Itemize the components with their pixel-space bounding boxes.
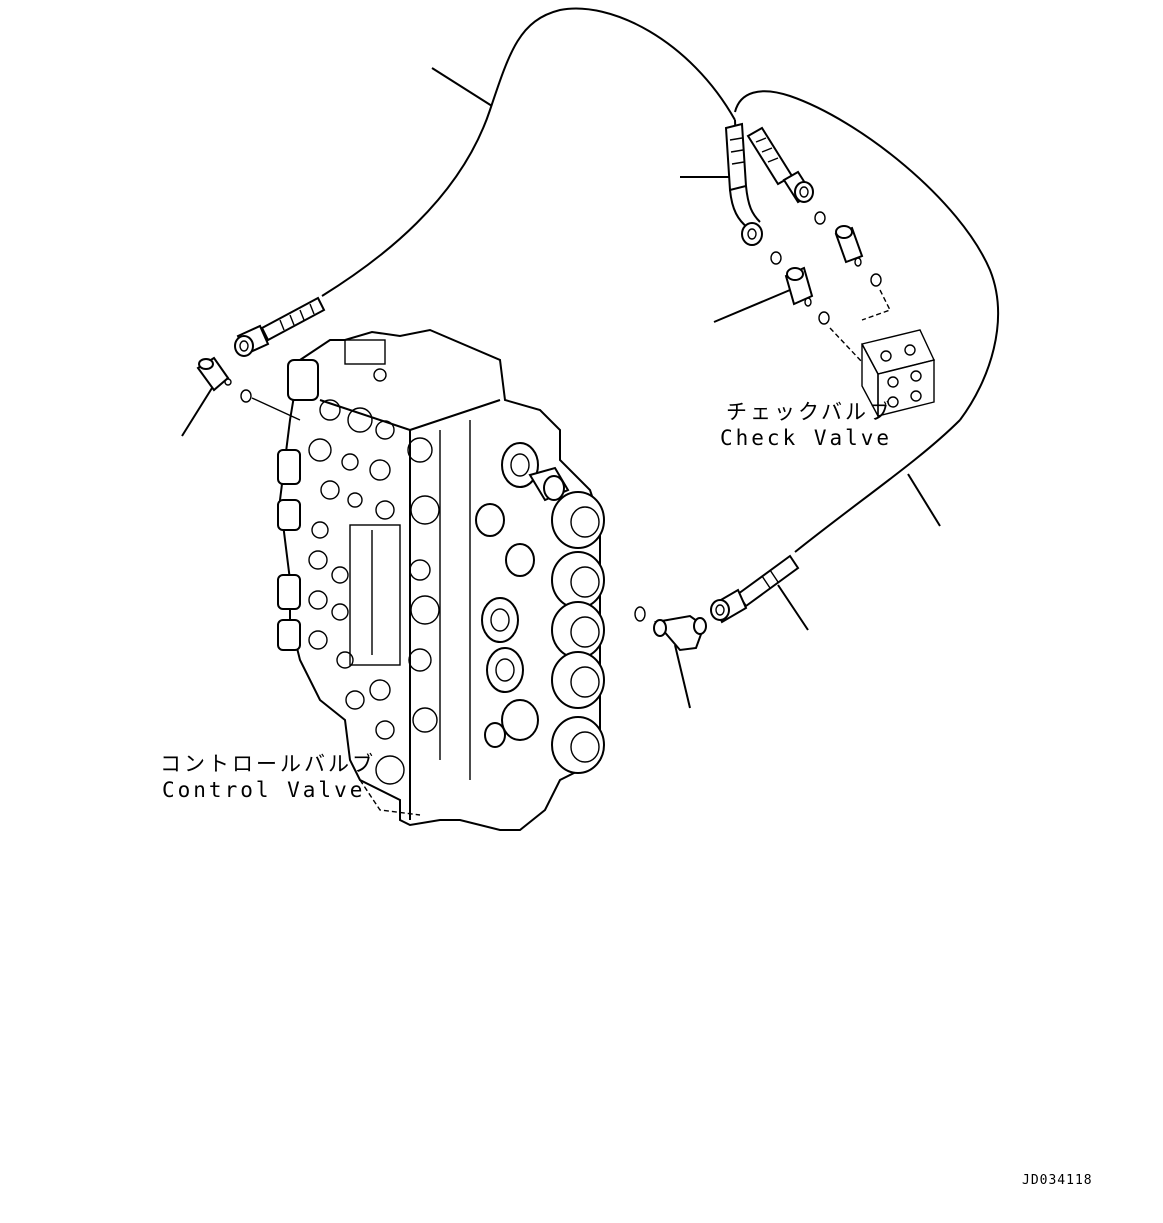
leader-check-nipple [713, 289, 791, 323]
control-valve-label-en: Control Valve [162, 778, 366, 802]
upper-hose-fitting-right [746, 126, 814, 204]
hose-upper [321, 7, 736, 297]
lower-elbow-fitting [634, 606, 707, 652]
hose-upper-outer [734, 90, 999, 421]
hose-lower [794, 419, 961, 553]
left-elbow-fitting [196, 356, 301, 421]
control-valve-label-jp: コントロールバルブ [160, 752, 376, 776]
leader-hose-right [907, 473, 941, 527]
check-valve-nipples [770, 211, 891, 363]
leader-left-elbow [181, 387, 213, 437]
check-valve-block [860, 329, 935, 417]
check-valve-label-en: Check Valve [720, 426, 893, 450]
leader-lower-hose-end [777, 584, 809, 631]
spool-caps [475, 442, 605, 774]
lower-hose-end-fitting [710, 554, 800, 624]
leader-lower-elbow [674, 644, 691, 709]
control-valve-block [277, 328, 601, 831]
drawing-code: JD034118 [1022, 1173, 1093, 1188]
upper-hose-fitting-left [724, 119, 763, 246]
leader-hose-top [431, 67, 493, 107]
left-hose-end-fitting [234, 296, 326, 357]
check-valve-label-jp: チェックバルブ [726, 400, 893, 424]
